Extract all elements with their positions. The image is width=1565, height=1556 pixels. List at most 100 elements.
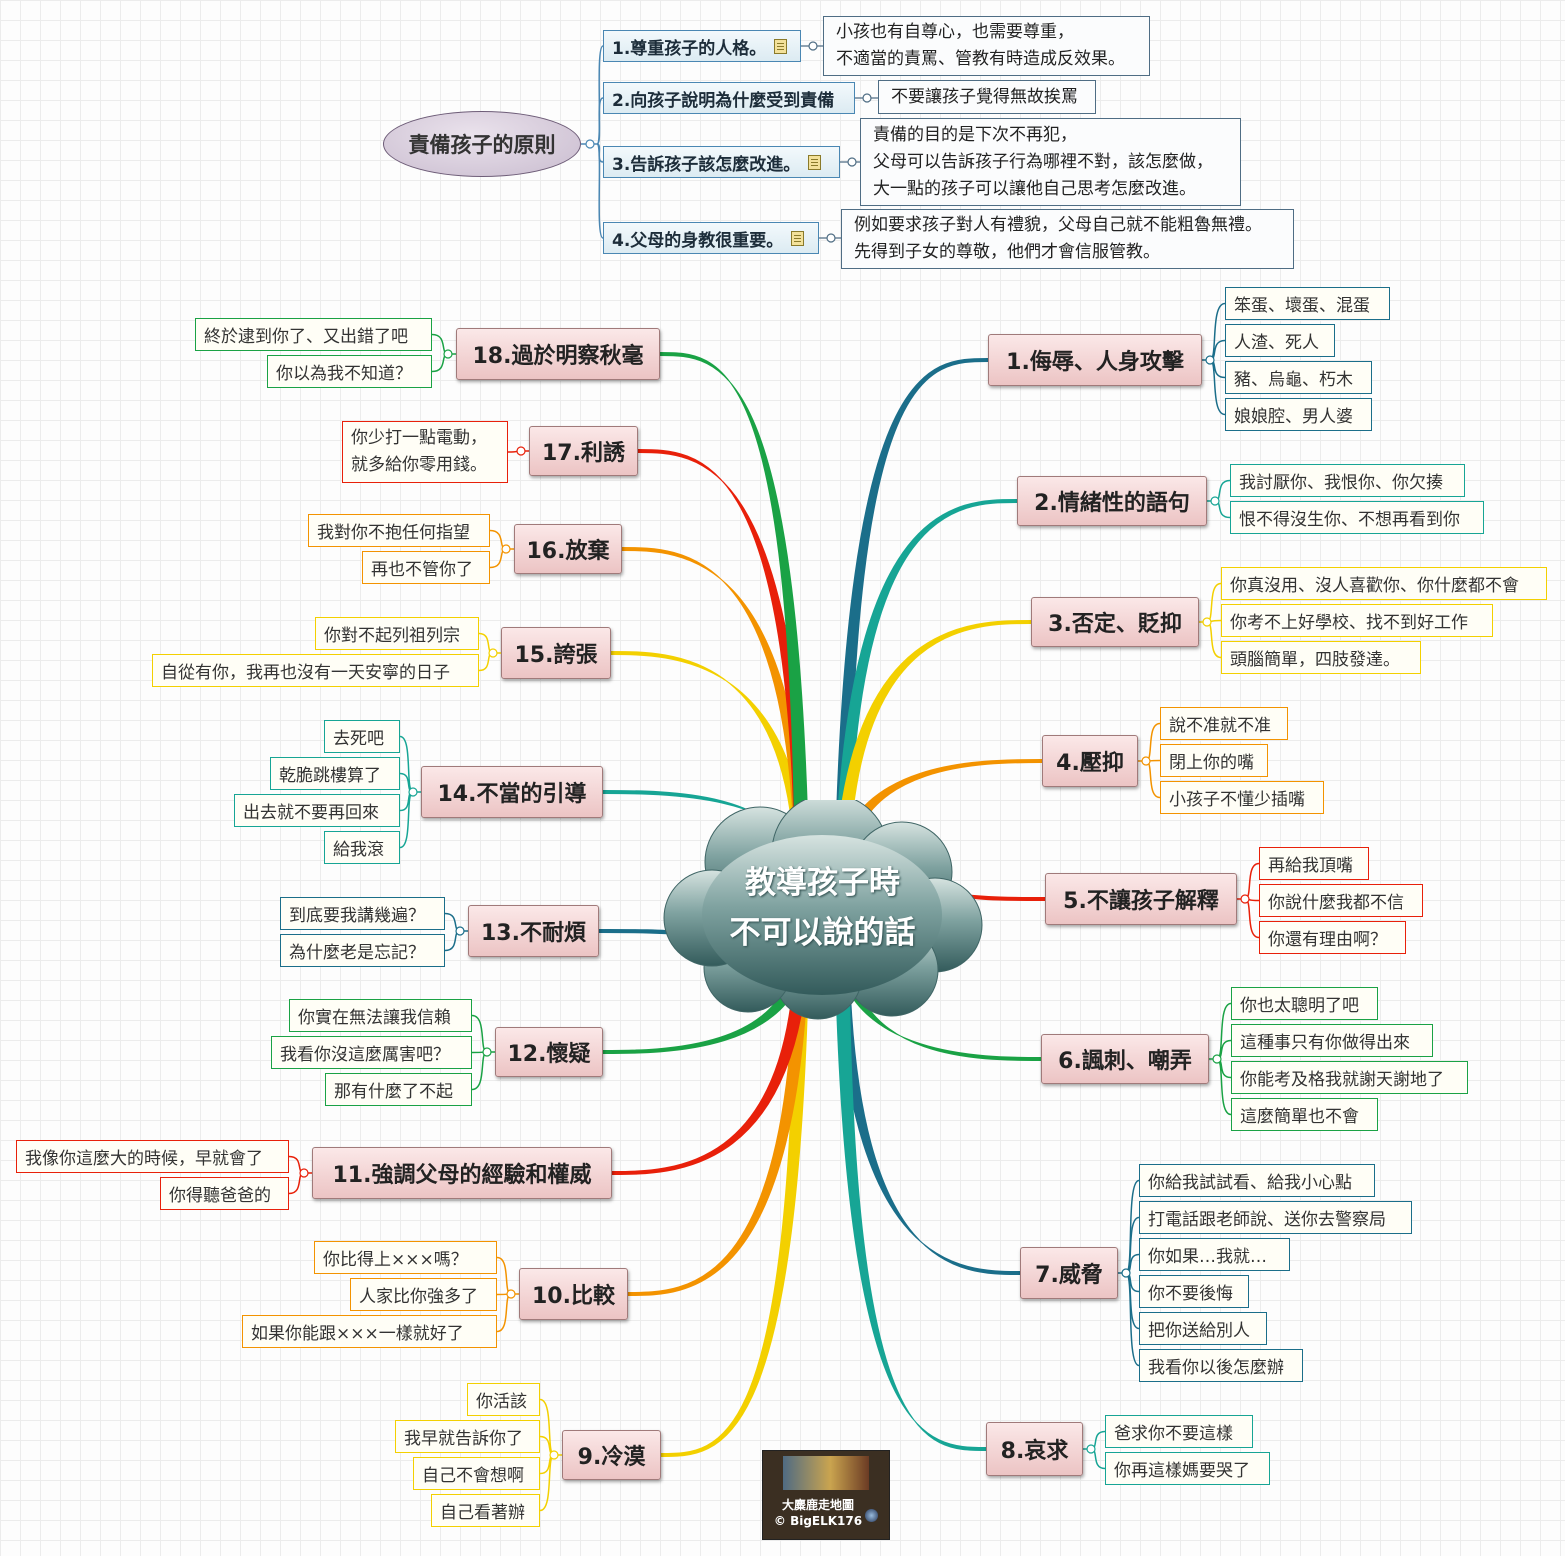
leaf-node: 你得聽爸爸的: [160, 1177, 289, 1210]
principle-detail: 例如要求孩子對人有禮貌，父母自己就不能粗魯無禮。先得到子女的尊敬，他們才會信服管…: [841, 209, 1294, 269]
leaf-node: 出去就不要再回來: [234, 794, 400, 827]
logo-image: [783, 1456, 869, 1490]
leaf-node: 說不准就不准: [1160, 707, 1288, 740]
principles-root: 責備孩子的原則: [383, 111, 581, 177]
principle-label: 3.告訴孩子該怎麼改進。: [612, 154, 801, 175]
branch-node[interactable]: 1.侮辱、人身攻擊: [988, 334, 1202, 386]
leaf-node: 你再這樣媽要哭了: [1105, 1452, 1270, 1485]
branch-node[interactable]: 2.情緒性的語句: [1017, 476, 1207, 526]
branch-node[interactable]: 13.不耐煩: [468, 905, 599, 957]
detail-line: 不要讓孩子覺得無故挨罵: [891, 86, 1078, 107]
detail-line: 先得到子女的尊敬，他們才會信服管教。: [854, 242, 1160, 262]
leaf-node: 你不要後悔: [1139, 1275, 1249, 1308]
leaf-node: 你給我試試看、給我小心點: [1139, 1164, 1375, 1197]
principle-label: 1.尊重孩子的人格。: [612, 38, 767, 59]
leaf-node: 你對不起列祖列宗: [315, 617, 479, 650]
principle-label: 4.父母的身教很重要。: [612, 230, 784, 251]
leaf-line: 你少打一點電動，: [351, 428, 487, 448]
logo-caption: 大麋鹿走地圖: [781, 1498, 854, 1512]
leaf-node: 我像你這麼大的時候，早就會了: [16, 1140, 289, 1173]
logo: 大麋鹿走地圖 © BigELK176: [762, 1450, 890, 1540]
principle-detail: 不要讓孩子覺得無故挨罵: [878, 80, 1096, 114]
branch-node[interactable]: 10.比較: [519, 1268, 628, 1320]
leaf-node: 你能考及格我就謝天謝地了: [1231, 1061, 1468, 1094]
branch-node[interactable]: 18.過於明察秋毫: [456, 328, 660, 380]
leaf-node: 你說什麼我都不信: [1259, 884, 1423, 917]
branch-node[interactable]: 9.冷漠: [562, 1430, 661, 1480]
leaf-node: 閉上你的嘴: [1160, 744, 1268, 777]
principle-node[interactable]: 4.父母的身教很重要。: [603, 222, 819, 254]
principle-label: 2.向孩子說明為什麼受到責備: [612, 90, 835, 111]
leaf-node: 你考不上好學校、找不到好工作: [1221, 604, 1493, 637]
leaf-node: 你如果…我就…: [1139, 1238, 1290, 1271]
leaf-node: 我看你以後怎麼辦: [1139, 1349, 1303, 1382]
principle-detail: 責備的目的是下次不再犯， 父母可以告訴孩子行為哪裡不對，該怎麼做， 大一點的孩子可以…: [860, 118, 1241, 206]
branch-node[interactable]: 14.不當的引導: [421, 766, 603, 818]
branch-node[interactable]: 17.利誘: [529, 426, 638, 476]
branch-node[interactable]: 7.威脅: [1020, 1247, 1118, 1299]
note-icon[interactable]: [791, 230, 805, 246]
center-title-line: 不可以說的話: [729, 915, 916, 951]
principle-node[interactable]: 1.尊重孩子的人格。: [603, 30, 801, 62]
detail-line: 小孩也有自尊心，也需要尊重，: [836, 22, 1074, 42]
leaf-node: 打電話跟老師說、送你去警察局: [1139, 1201, 1412, 1234]
principle-detail: 小孩也有自尊心，也需要尊重，不適當的責罵、管教有時造成反效果。: [823, 16, 1150, 76]
detail-line: 父母可以告訴孩子行為哪裡不對，該怎麼做，: [873, 151, 1213, 172]
leaf-node: 去死吧: [324, 720, 400, 753]
detail-line: 例如要求孩子對人有禮貌，父母自己就不能粗魯無禮。: [854, 215, 1262, 235]
leaf-node: 我看你沒這麼厲害吧？: [271, 1036, 472, 1069]
leaf-node: 我早就告訴你了: [395, 1420, 540, 1453]
leaf-node: 爸求你不要這樣: [1105, 1415, 1253, 1448]
branch-node[interactable]: 12.懷疑: [495, 1027, 603, 1077]
leaf-node: 你比得上×××嗎？: [314, 1241, 497, 1274]
leaf-node: 你少打一點電動， 就多給你零用錢。: [342, 421, 508, 483]
branch-node[interactable]: 5.不讓孩子解釋: [1045, 873, 1237, 925]
leaf-node: 你以為我不知道？: [267, 355, 432, 388]
logo-copyright: © BigELK176: [773, 1514, 863, 1528]
leaf-node: 把你送給別人: [1139, 1312, 1267, 1345]
note-icon[interactable]: [808, 154, 822, 170]
leaf-node: 豬、烏龜、朽木: [1225, 361, 1372, 394]
leaf-node: 你真沒用、沒人喜歡你、你什麼都不會: [1221, 567, 1547, 600]
branch-node[interactable]: 3.否定、貶抑: [1031, 597, 1199, 647]
leaf-node: 娘娘腔、男人婆: [1225, 398, 1372, 431]
leaf-node: 你還有理由啊？: [1259, 921, 1406, 954]
leaf-node: 小孩子不懂少插嘴: [1160, 781, 1324, 814]
leaf-node: 我討厭你、我恨你、你欠揍: [1230, 464, 1465, 497]
leaf-node: 自己不會想啊: [413, 1457, 540, 1490]
globe-icon: [865, 1509, 878, 1522]
leaf-node: 到底要我講幾遍？: [280, 897, 445, 930]
leaf-node: 這種事只有你做得出來: [1231, 1024, 1433, 1057]
leaf-node: 自從有你，我再也沒有一天安寧的日子: [152, 654, 479, 687]
branch-node[interactable]: 11.強調父母的經驗和權威: [312, 1147, 612, 1199]
leaf-node: 給我滾: [324, 831, 400, 864]
leaf-node: 終於逮到你了、又出錯了吧: [195, 318, 432, 351]
note-icon[interactable]: [774, 38, 788, 54]
detail-line: 責備的目的是下次不再犯，: [873, 124, 1077, 145]
principle-node[interactable]: 3.告訴孩子該怎麼改進。: [603, 146, 840, 178]
leaf-node: 再給我頂嘴: [1259, 847, 1369, 880]
leaf-node: 人渣、死人: [1225, 324, 1335, 357]
leaf-node: 為什麼老是忘記？: [280, 934, 445, 967]
leaf-node: 再也不管你了: [362, 551, 490, 584]
detail-line: 大一點的孩子可以讓他自己思考怎麼改進。: [873, 178, 1196, 199]
branch-node[interactable]: 8.哀求: [986, 1422, 1083, 1476]
leaf-node: 那有什麼了不起: [325, 1073, 472, 1106]
center-cloud: [663, 800, 983, 1020]
leaf-node: 我對你不抱任何指望: [308, 514, 490, 547]
leaf-node: 這麼簡單也不會: [1231, 1098, 1378, 1131]
leaf-node: 你活該: [467, 1383, 540, 1416]
leaf-node: 笨蛋、壞蛋、混蛋: [1225, 287, 1390, 320]
leaf-node: 頭腦簡單，四肢發達。: [1221, 641, 1421, 674]
leaf-node: 恨不得沒生你、不想再看到你: [1230, 501, 1484, 534]
center-title-line: 教導孩子時: [745, 865, 900, 901]
branch-node[interactable]: 15.誇張: [501, 627, 611, 679]
branch-node[interactable]: 16.放棄: [514, 524, 622, 574]
principle-node[interactable]: 2.向孩子說明為什麼受到責備: [603, 82, 855, 114]
leaf-node: 你也太聰明了吧: [1231, 987, 1378, 1020]
leaf-node: 自己看著辦: [431, 1494, 540, 1527]
branch-node[interactable]: 6.諷刺、嘲弄: [1041, 1034, 1209, 1084]
leaf-line: 就多給你零用錢。: [351, 455, 487, 475]
branch-node[interactable]: 4.壓抑: [1042, 735, 1138, 787]
